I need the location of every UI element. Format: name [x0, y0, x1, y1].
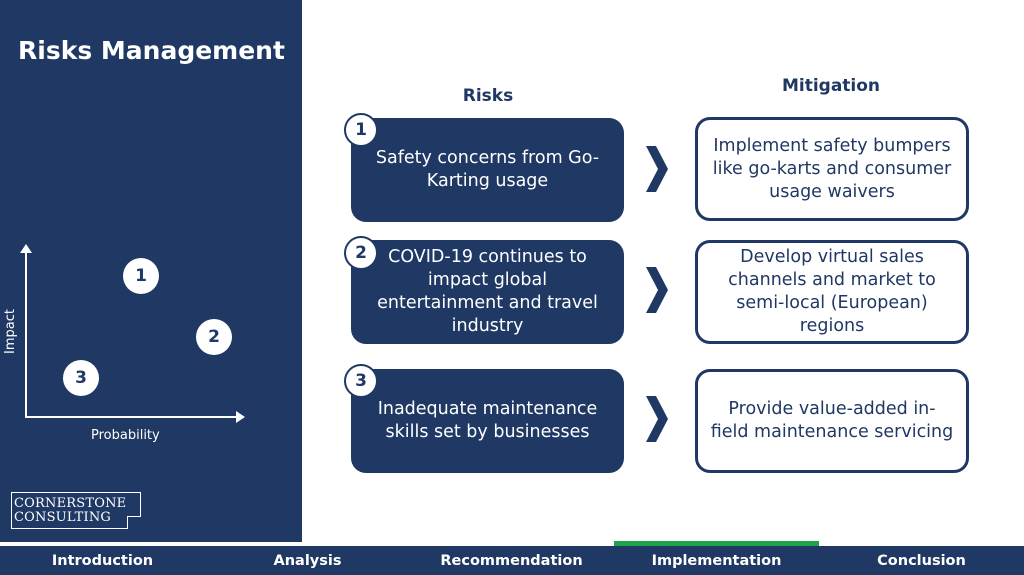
matrix-x-label: Probability: [91, 428, 160, 443]
nav-item-recommendation[interactable]: Recommendation: [440, 552, 583, 569]
x-axis-arrow-icon: [236, 411, 245, 423]
risk-number-2: 2: [344, 236, 378, 270]
matrix-point-2: 2: [196, 319, 232, 355]
mitigation-box-2: Develop virtual sales channels and marke…: [695, 240, 969, 344]
risk-box-2: COVID-19 continues to impact global ente…: [351, 240, 624, 344]
risk-number-1: 1: [344, 113, 378, 147]
risk-matrix: Impact Probability 1 2 3: [0, 240, 302, 470]
sidebar-panel: Risks Management Impact Probability 1 2 …: [0, 0, 302, 542]
risk-box-1: Safety concerns from Go-Karting usage: [351, 118, 624, 222]
risk-text-1: Safety concerns from Go-Karting usage: [375, 148, 600, 191]
y-axis-arrow-icon: [20, 244, 32, 253]
mitigation-box-3: Provide value-added in-field maintenance…: [695, 369, 969, 473]
chevron-right-icon: [646, 267, 668, 313]
bottom-nav: Introduction Analysis Recommendation Imp…: [0, 546, 1024, 575]
risk-text-2: COVID-19 continues to impact global ente…: [377, 247, 598, 336]
logo-line-1: CORNERSTONE: [14, 496, 127, 511]
nav-active-indicator: [614, 541, 819, 547]
nav-item-implementation[interactable]: Implementation: [651, 552, 782, 569]
logo-text: CORNERSTONE CONSULTING: [14, 497, 126, 525]
logo-notch: [127, 516, 141, 529]
chevron-right-icon: [646, 146, 668, 192]
matrix-x-axis: [25, 416, 237, 418]
risk-box-3: Inadequate maintenance skills set by bus…: [351, 369, 624, 473]
logo-line-2: CONSULTING: [14, 510, 111, 525]
mitigation-text-1: Implement safety bumpers like go-karts a…: [712, 135, 952, 202]
nav-item-introduction[interactable]: Introduction: [51, 552, 154, 569]
chevron-right-icon: [646, 396, 668, 442]
risk-text-3: Inadequate maintenance skills set by bus…: [377, 399, 598, 442]
mitigation-text-3: Provide value-added in-field maintenance…: [710, 399, 954, 442]
risks-column-header: Risks: [462, 86, 514, 106]
risk-number-3: 3: [344, 364, 378, 398]
company-logo: CORNERSTONE CONSULTING: [11, 492, 141, 529]
mitigation-column-header: Mitigation: [781, 76, 881, 96]
matrix-y-axis: [25, 250, 27, 418]
matrix-point-1: 1: [123, 258, 159, 294]
matrix-y-label: Impact: [2, 309, 18, 354]
page-title: Risks Management: [18, 36, 285, 65]
mitigation-text-2: Develop virtual sales channels and marke…: [728, 247, 936, 336]
mitigation-box-1: Implement safety bumpers like go-karts a…: [695, 117, 969, 221]
matrix-point-3: 3: [63, 360, 99, 396]
nav-item-analysis[interactable]: Analysis: [273, 552, 342, 569]
nav-item-conclusion[interactable]: Conclusion: [877, 552, 966, 569]
